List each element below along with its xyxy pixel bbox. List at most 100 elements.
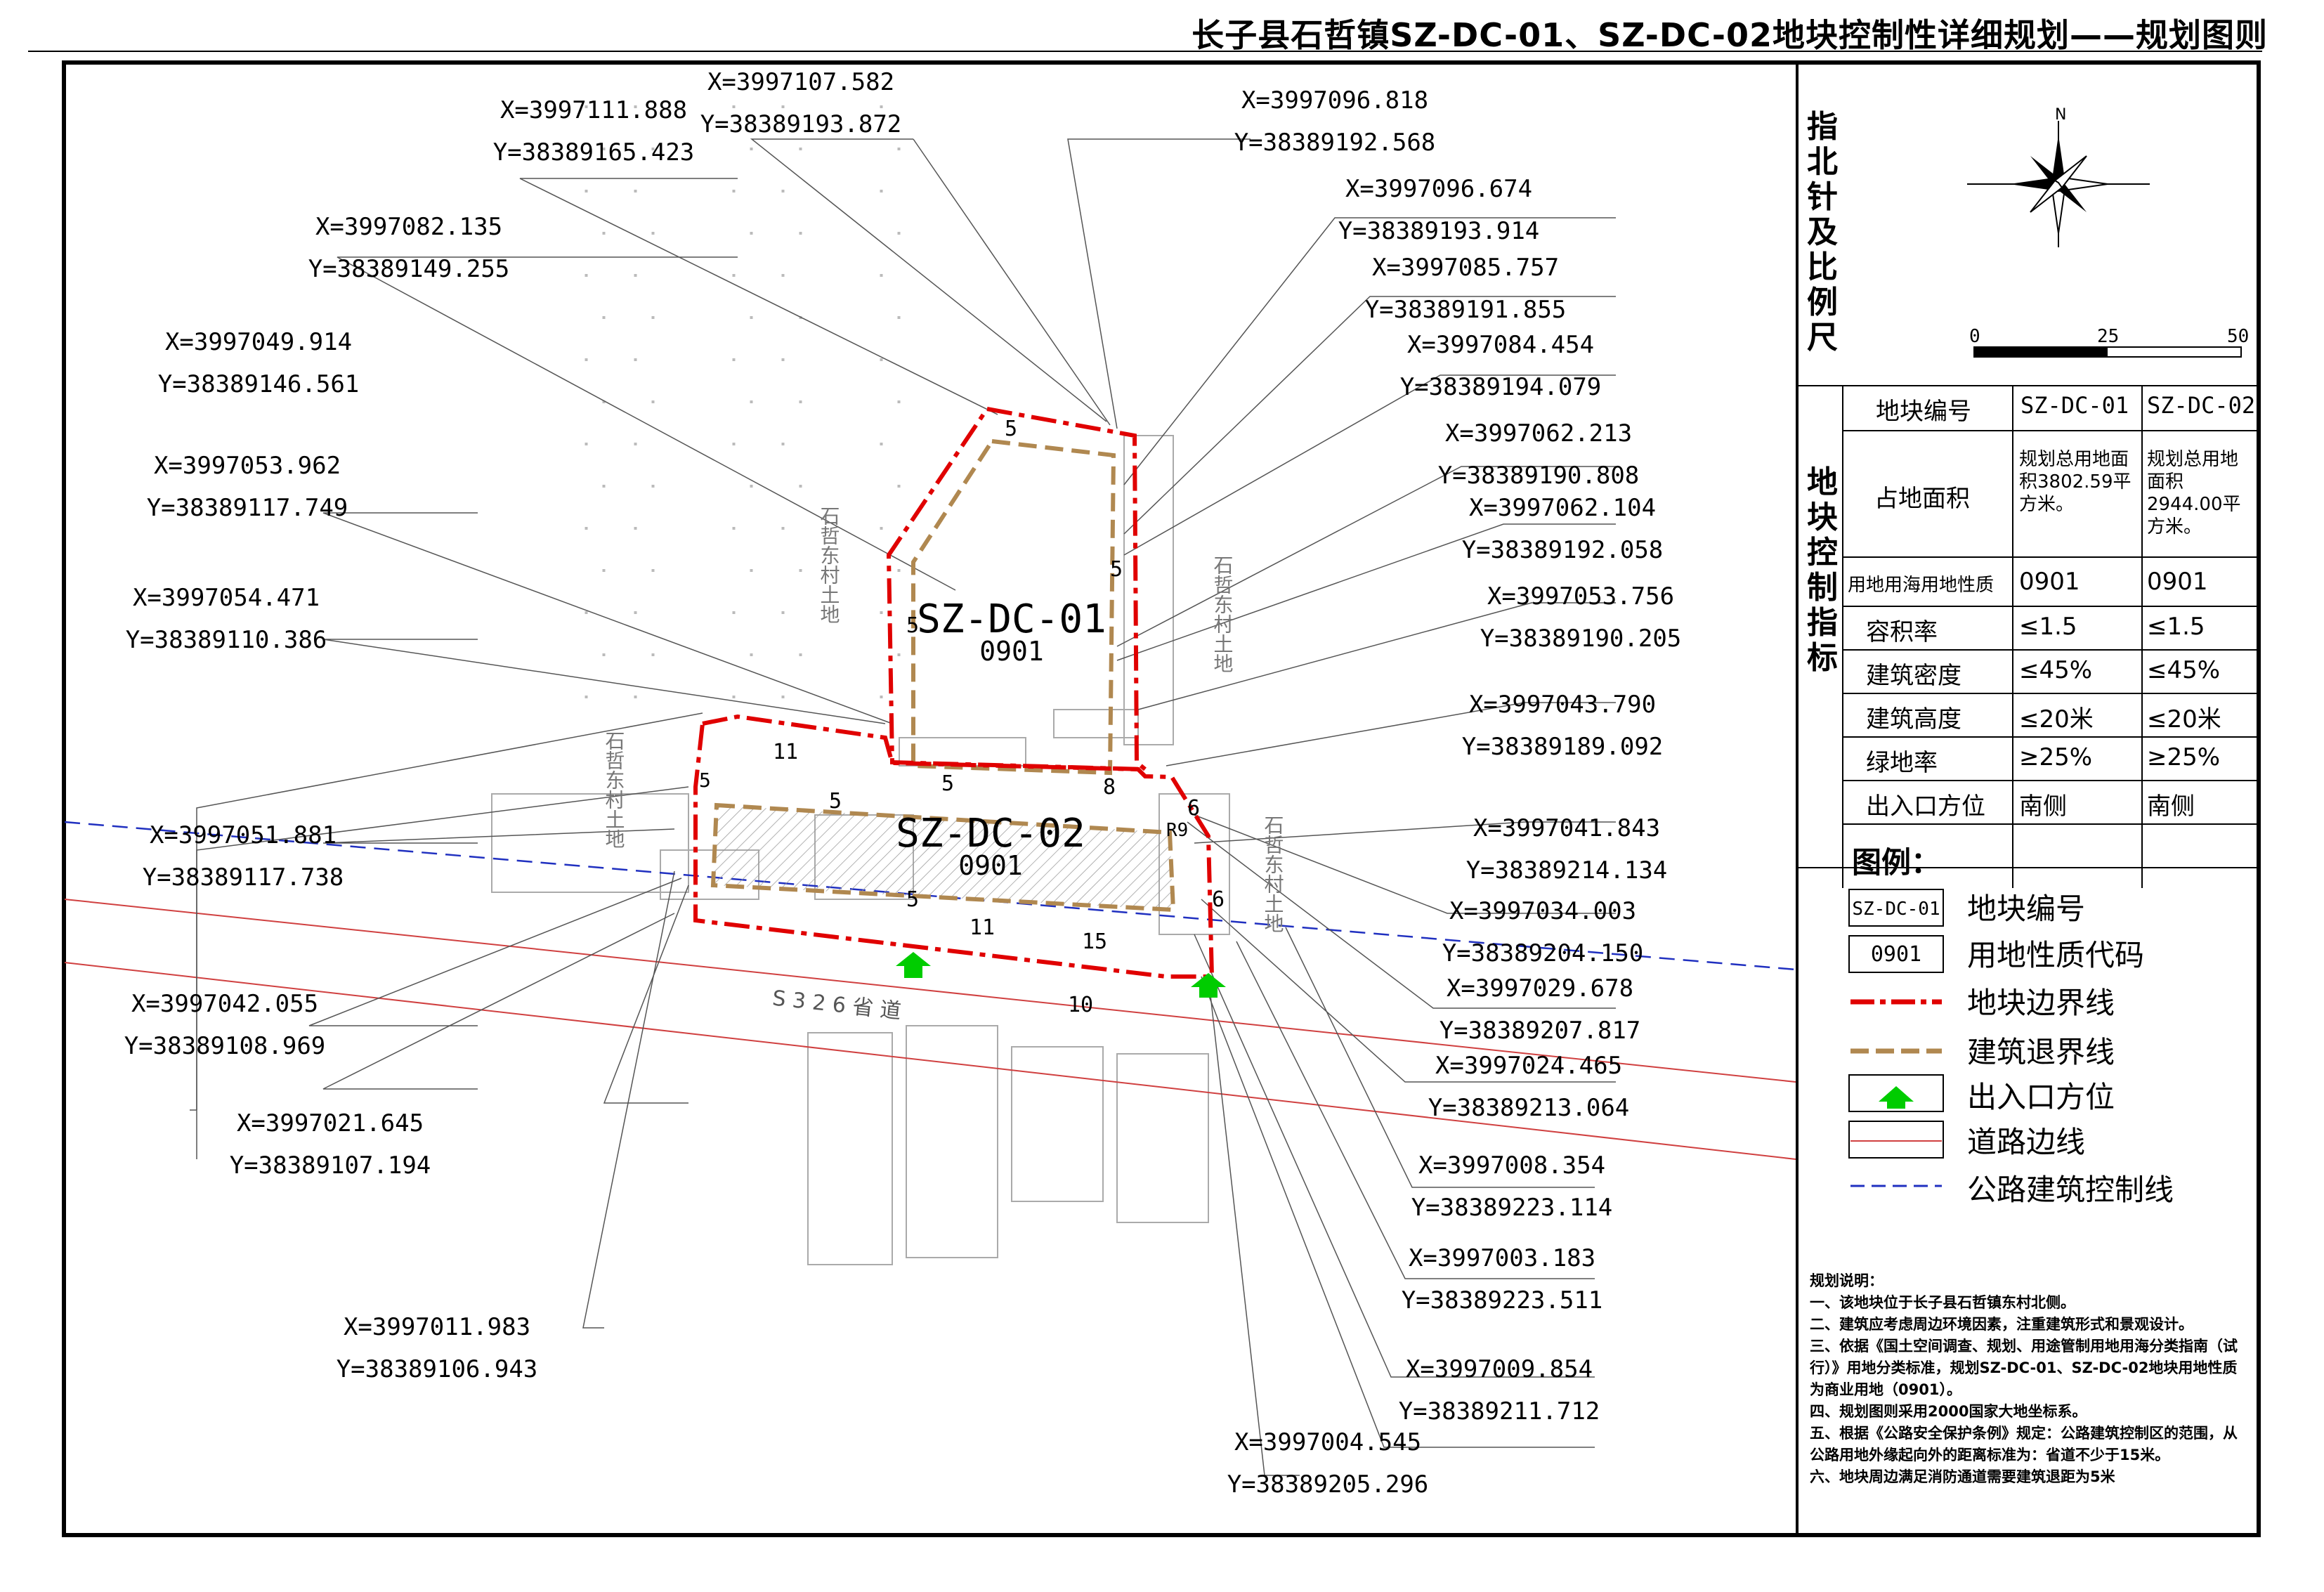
coordinate-x-label: X=3997085.757 bbox=[1372, 254, 1559, 282]
land-dot bbox=[880, 190, 883, 193]
land-dot bbox=[880, 611, 883, 614]
note-item: 一、该地块位于长子县石哲镇东村北侧。 bbox=[1810, 1294, 2075, 1311]
land-dot bbox=[781, 190, 785, 193]
row-label: 占地面积 bbox=[1874, 485, 1970, 513]
legend-label: 公路建筑控制线 bbox=[1967, 1173, 2174, 1207]
coordinate-x-label: X=3997041.843 bbox=[1473, 814, 1660, 842]
parcel1-landuse: 0901 bbox=[979, 636, 1044, 667]
land-dot bbox=[651, 653, 655, 656]
land-dot bbox=[897, 485, 901, 488]
row-label: 建筑高度 bbox=[1866, 705, 1961, 733]
entrance-icon bbox=[896, 952, 1226, 998]
land-dot bbox=[880, 696, 883, 698]
coordinate-y-label: Y=38389191.855 bbox=[1365, 296, 1567, 324]
title-underline bbox=[28, 51, 2262, 52]
legend-label: 道路边线 bbox=[1967, 1125, 2086, 1159]
scale-tick: 0 bbox=[1969, 326, 1980, 347]
note-item: 三、依据《国土空间调查、规划、用途管制用地用海分类指南（试行）》用地分类标准，规… bbox=[1810, 1338, 2238, 1398]
row-label: 建筑密度 bbox=[1866, 662, 1961, 690]
land-dot bbox=[651, 316, 655, 319]
coordinate-y-label: Y=38389213.064 bbox=[1428, 1094, 1630, 1122]
existing-buildings bbox=[491, 435, 1230, 1265]
coordinate-x-label: X=3997003.183 bbox=[1409, 1244, 1595, 1272]
dimension-label: 5 bbox=[941, 771, 954, 796]
legend-label: 建筑退界线 bbox=[1967, 1035, 2115, 1069]
land-dot bbox=[585, 274, 588, 277]
village-label: 石哲东村土地 bbox=[1262, 815, 1285, 933]
row-label: 容积率 bbox=[1866, 618, 1938, 646]
land-dot bbox=[585, 611, 588, 614]
coordinate-y-label: Y=38389149.255 bbox=[308, 255, 510, 283]
coordinate-x-label: X=3997049.914 bbox=[165, 328, 352, 356]
land-dot bbox=[634, 611, 637, 614]
drawing-frame bbox=[62, 60, 2261, 1537]
north-arrow-icon bbox=[2009, 135, 2108, 234]
land-dot bbox=[634, 274, 637, 277]
coordinate-y-label: Y=38389108.969 bbox=[124, 1032, 326, 1060]
notes-title: 规划说明： bbox=[1810, 1272, 1884, 1289]
coordinate-x-label: X=3997029.678 bbox=[1447, 974, 1633, 1003]
land-dot bbox=[897, 400, 901, 403]
land-dot bbox=[602, 653, 606, 656]
note-item: 五、根据《公路安全保护条例》规定：公路建筑控制区的范围，从公路用地外缘起向外的距… bbox=[1810, 1425, 2238, 1463]
land-dot bbox=[781, 696, 785, 698]
dimension-label: 5 bbox=[1005, 417, 1017, 441]
land-dot bbox=[732, 358, 736, 361]
legend-symbols: SZ-DC-01 0901 bbox=[1848, 889, 1944, 1187]
land-dot bbox=[634, 190, 637, 193]
land-dot bbox=[602, 400, 606, 403]
coordinate-y-label: Y=38389190.205 bbox=[1480, 625, 1682, 653]
coordinate-x-label: X=3997053.756 bbox=[1487, 582, 1674, 611]
coordinate-labels: X=3997107.582Y=38389193.872X=3997111.888… bbox=[124, 68, 1682, 1499]
row-value: ≤20米 bbox=[2019, 705, 2094, 733]
land-dot bbox=[750, 653, 753, 656]
village-land-dots bbox=[585, 105, 901, 698]
land-dot bbox=[781, 274, 785, 277]
land-dot bbox=[781, 358, 785, 361]
row-value: ≤1.5 bbox=[2019, 613, 2077, 641]
land-dot bbox=[634, 358, 637, 361]
land-dot bbox=[602, 232, 606, 235]
land-dot bbox=[750, 400, 753, 403]
land-dot bbox=[634, 527, 637, 530]
site-plan-map: SZ-DC-01 0901 SZ-DC-02 0901 S 3 2 6 省 道 … bbox=[64, 68, 1796, 1499]
coordinate-x-label: X=3997096.674 bbox=[1345, 175, 1532, 203]
parcel1-code: SZ-DC-01 bbox=[917, 596, 1106, 642]
land-dot bbox=[602, 569, 606, 572]
parcel2-boundary bbox=[693, 714, 1215, 979]
parcel2-code: SZ-DC-02 bbox=[896, 811, 1085, 856]
coordinate-y-label: Y=38389205.296 bbox=[1227, 1470, 1429, 1499]
coordinate-x-label: X=3997107.582 bbox=[707, 68, 894, 96]
dimension-label: 5 bbox=[1110, 557, 1123, 582]
land-dot bbox=[732, 696, 736, 698]
row-value: ≤20米 bbox=[2147, 705, 2221, 733]
dimension-labels: 5 5 5 11 5 5 8 6 6 5 11 15 10 R9 5 bbox=[699, 417, 1225, 1017]
row-value: 0901 bbox=[2147, 568, 2208, 596]
land-dot bbox=[634, 443, 637, 445]
coordinate-x-label: X=3997008.354 bbox=[1418, 1151, 1605, 1180]
coordinate-y-label: Y=38389211.712 bbox=[1399, 1397, 1600, 1425]
land-dot bbox=[732, 105, 736, 108]
row-value: 0901 bbox=[2019, 568, 2080, 596]
land-dot bbox=[602, 148, 606, 150]
land-dot bbox=[585, 190, 588, 193]
dimension-label: 8 bbox=[1103, 775, 1116, 800]
coordinate-y-label: Y=38389189.092 bbox=[1462, 733, 1664, 761]
table-header-label: 地块编号 bbox=[1876, 398, 1971, 426]
land-dot bbox=[634, 105, 637, 108]
coordinate-x-label: X=3997034.003 bbox=[1449, 897, 1636, 925]
legend-label: 地块边界线 bbox=[1967, 986, 2115, 1020]
land-dot bbox=[799, 232, 802, 235]
row-label: 用地用海用地性质 bbox=[1848, 575, 1995, 596]
compass-scale: N 0 25 50 bbox=[1967, 106, 2249, 358]
coordinate-leader-lines bbox=[190, 138, 1616, 1476]
coordinate-x-label: X=3997024.465 bbox=[1435, 1052, 1622, 1080]
land-dot bbox=[880, 527, 883, 530]
legend-label: 出入口方位 bbox=[1967, 1080, 2115, 1114]
corner-radius-label: R9 bbox=[1166, 820, 1188, 841]
row-label: 出入口方位 bbox=[1866, 792, 1985, 821]
coordinate-y-label: Y=38389223.114 bbox=[1411, 1194, 1613, 1222]
coordinate-y-label: Y=38389165.423 bbox=[493, 138, 695, 167]
scale-tick: 25 bbox=[2097, 326, 2119, 347]
dimension-label: 5 bbox=[906, 613, 919, 638]
